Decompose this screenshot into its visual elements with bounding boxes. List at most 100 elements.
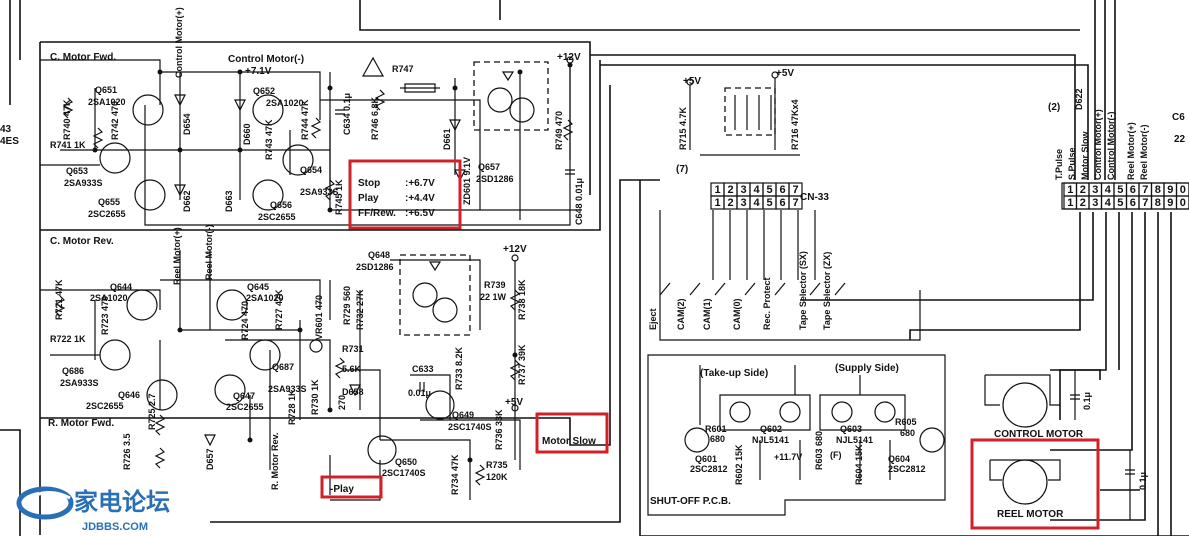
switch-label: Tape Selector (ZX) (822, 252, 832, 330)
svg-text:Q650: Q650 (395, 457, 417, 467)
svg-text:Q655: Q655 (98, 197, 120, 207)
svg-text:Q653: Q653 (66, 166, 88, 176)
svg-text:R726 3.5: R726 3.5 (122, 433, 132, 470)
svg-text:Q657: Q657 (478, 162, 500, 172)
pin-number: 3 (740, 197, 746, 209)
svg-text:R604 15K: R604 15K (854, 444, 864, 485)
pin-number: 8 (1155, 184, 1161, 196)
svg-text:R736 33K: R736 33K (494, 409, 504, 450)
svg-text:0.1μ: 0.1μ (1082, 392, 1092, 410)
svg-text:D662: D662 (182, 190, 192, 212)
pin-number: 4 (753, 197, 760, 209)
pin-number: 7 (1142, 197, 1148, 209)
motors (984, 370, 1135, 520)
pin-number: 9 (1167, 184, 1173, 196)
watermark-logo: 家电论坛 JDBBS.COM (16, 486, 170, 533)
label-supply-side: (Supply Side) (835, 363, 899, 374)
svg-text:R738 18K: R738 18K (517, 279, 527, 320)
svg-text:R746 6.8K: R746 6.8K (370, 96, 380, 140)
switch-label: Rec. Protect (762, 277, 772, 330)
label-control-motor: CONTROL MOTOR (994, 429, 1084, 440)
svg-text:S.Pulse: S.Pulse (1067, 147, 1077, 180)
switch-label: CAM(0) (732, 299, 742, 331)
svg-text:R724 470: R724 470 (240, 301, 250, 340)
label-shutoff-pcb: SHUT-OFF P.C.B. (650, 496, 731, 507)
svg-text:Q602: Q602 (760, 424, 782, 434)
svg-text:(F): (F) (830, 450, 842, 460)
svg-text:R602 15K: R602 15K (734, 444, 744, 485)
label-reel-motor-minus: Reel Motor(-) (204, 225, 214, 281)
label-left-cut-1: 43 (0, 124, 12, 135)
svg-text:R603 680: R603 680 (814, 431, 824, 470)
label-r-motor-fwd: R. Motor Fwd. (48, 418, 114, 429)
voltage-play-value: :+4.4V (405, 193, 435, 204)
highlight-motor-slow: Motor Slow (535, 412, 609, 454)
reel-motor-driver (40, 250, 521, 501)
svg-text:680: 680 (900, 428, 915, 438)
svg-text:D661: D661 (442, 128, 452, 150)
pin-cell (788, 195, 803, 210)
svg-text:Control Motor(+): Control Motor(+) (1093, 109, 1103, 180)
supply-5v-c: +5V (505, 397, 523, 408)
svg-text:Q646: Q646 (118, 390, 140, 400)
pin-number: 5 (1117, 184, 1123, 196)
supply-12v-b: +12V (503, 244, 527, 255)
pin-number: 7 (792, 184, 798, 196)
svg-text:R601: R601 (705, 424, 727, 434)
pin-number: 6 (1130, 197, 1136, 209)
svg-text:Q687: Q687 (272, 362, 294, 372)
svg-text:Q654: Q654 (300, 165, 322, 175)
highlight-box-motor-slow (535, 412, 609, 454)
pin-number: 2 (1080, 197, 1086, 209)
highlight-reel-motor (970, 438, 1100, 530)
svg-text:R730 1K: R730 1K (310, 379, 320, 415)
svg-text:C633: C633 (412, 364, 434, 374)
svg-text:2SA1020: 2SA1020 (90, 293, 128, 303)
svg-text:Q656: Q656 (270, 200, 292, 210)
voltage-stop-label: Stop (358, 178, 380, 189)
pin-number: 6 (1130, 184, 1136, 196)
svg-text:2SA933S: 2SA933S (300, 187, 339, 197)
pin-number: 3 (1092, 197, 1098, 209)
svg-text:R727 47K: R727 47K (274, 289, 284, 330)
svg-text:R734 47K: R734 47K (450, 454, 460, 495)
svg-text:Control Motor(-): Control Motor(-) (1106, 112, 1116, 180)
svg-text:Motor Slow: Motor Slow (1080, 131, 1090, 180)
svg-text:2SA1020: 2SA1020 (266, 98, 304, 108)
shutoff-pcb (647, 354, 946, 516)
pin-number: 4 (1105, 184, 1112, 196)
voltage-play-label: Play (358, 193, 379, 204)
svg-text:2SC2812: 2SC2812 (888, 464, 926, 474)
svg-text:2SC1740S: 2SC1740S (382, 468, 426, 478)
svg-text:2SA1020: 2SA1020 (88, 97, 126, 107)
minus-play-label: -Play (330, 484, 354, 495)
svg-text:Reel Motor(-): Reel Motor(-) (1139, 125, 1149, 181)
svg-text:R731: R731 (342, 344, 364, 354)
svg-text:VR601 470: VR601 470 (314, 295, 324, 340)
pin-number: 1 (714, 184, 720, 196)
svg-text:2SC2655: 2SC2655 (258, 212, 296, 222)
label-c-motor-rev: C. Motor Rev. (50, 236, 114, 247)
svg-text:R744 47K: R744 47K (300, 99, 310, 140)
svg-text:R741 1K: R741 1K (50, 140, 86, 150)
label-reel-motor-plus: Reel Motor(+) (172, 227, 182, 285)
supply-11-7v: +11.7V (774, 452, 802, 462)
svg-text:R733 8.2K: R733 8.2K (454, 346, 464, 390)
svg-text:R729 560: R729 560 (342, 286, 352, 325)
svg-text:R737 39K: R737 39K (517, 344, 527, 385)
supply-12v-a: +12V (557, 52, 581, 63)
supply-5v-b: +5V (776, 68, 794, 79)
svg-text:Q686: Q686 (62, 366, 84, 376)
highlight-box-minus-play (320, 475, 383, 499)
svg-text:2SC2655: 2SC2655 (88, 209, 126, 219)
svg-text:R723 470: R723 470 (100, 296, 110, 335)
svg-text:Reel Motor(+): Reel Motor(+) (1126, 122, 1136, 180)
label-cn33: CN-33 (800, 192, 829, 203)
svg-text:ZD601 9.1V: ZD601 9.1V (462, 157, 472, 205)
svg-text:R715 4.7K: R715 4.7K (678, 106, 688, 150)
pin-number: 2 (727, 184, 733, 196)
svg-text:R725 2.7: R725 2.7 (147, 393, 157, 430)
svg-text:R743 47K: R743 47K (264, 119, 274, 160)
